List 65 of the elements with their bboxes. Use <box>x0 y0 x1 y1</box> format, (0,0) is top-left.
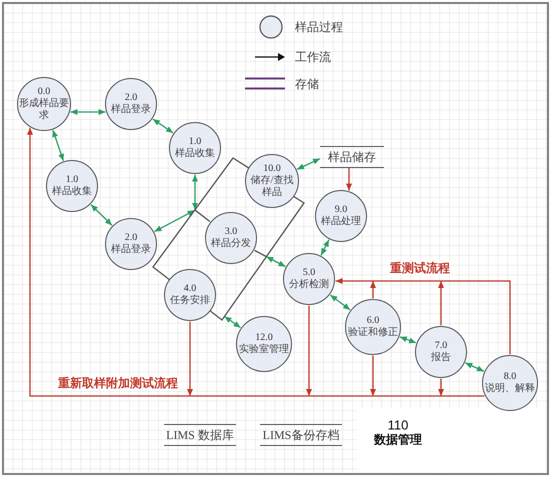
process-name: 样品收集 <box>175 148 215 160</box>
double-arrow <box>465 362 484 372</box>
process-number: 8.0 <box>504 371 516 383</box>
process-number: 6.0 <box>366 315 380 326</box>
process-name: 形成样品要求 <box>19 98 69 122</box>
data-store <box>164 424 236 446</box>
process-number: 2.0 <box>124 92 138 104</box>
process-number: 9.0 <box>334 204 348 216</box>
process-number: 7.0 <box>434 340 448 352</box>
double-arrow <box>224 316 241 328</box>
process-number: 4.0 <box>184 283 196 294</box>
double-arrow <box>400 336 416 344</box>
process-name: 样品分发 <box>211 238 251 250</box>
process-number: 3.0 <box>224 226 238 238</box>
legend-text: 样品过程 <box>295 20 343 34</box>
process-name: 说明、解释 <box>485 383 535 395</box>
process-number: 2.0 <box>124 232 138 244</box>
number-label: 110 <box>388 418 408 432</box>
double-arrow <box>296 158 320 170</box>
data-store <box>260 424 342 446</box>
connector-line <box>254 250 267 258</box>
legend-text: 工作流 <box>295 50 331 64</box>
arrow <box>438 378 444 396</box>
arrow <box>306 306 312 396</box>
process-name: 样品收集 <box>52 186 92 198</box>
double-arrow <box>154 210 195 232</box>
edge-label: 重测试流程 <box>389 261 451 275</box>
arrow <box>370 281 376 298</box>
arrow <box>27 128 485 397</box>
connector-line <box>194 209 210 222</box>
double-arrow <box>152 118 174 134</box>
edge-label: 重新取样附加测试流程 <box>57 376 179 390</box>
arrow <box>346 168 352 191</box>
process-number: 0.0 <box>38 86 50 98</box>
process-number: 1.0 <box>66 174 78 186</box>
process-name: 储存/查找样品 <box>250 175 294 199</box>
double-arrow <box>90 204 112 226</box>
store-label: LIMS备份存档 <box>262 428 340 442</box>
process-name: 样品登录 <box>111 244 151 256</box>
double-arrow <box>330 294 351 310</box>
data-store <box>320 146 384 168</box>
process-name: 验证和修正 <box>348 327 398 339</box>
store-label: LIMS 数据库 <box>166 428 234 442</box>
double-arrow <box>320 239 330 256</box>
double-arrow <box>192 174 198 210</box>
arrow <box>438 281 444 326</box>
double-arrow <box>52 130 64 162</box>
process-number: 5.0 <box>302 267 316 278</box>
process-name: 实验室管理 <box>239 344 289 356</box>
store-label: 样品储存 <box>328 150 376 164</box>
process-name: 任务安排 <box>170 295 210 307</box>
double-arrow <box>266 256 286 268</box>
process-name: 报告 <box>431 352 451 364</box>
arrow <box>370 356 376 396</box>
process-number: 12.0 <box>255 332 273 344</box>
process-number: 10.0 <box>263 163 281 174</box>
arrow <box>336 278 511 354</box>
caption-text: 数据管理 <box>374 432 422 448</box>
legend-text: 存储 <box>295 77 319 91</box>
process-name: 分析检测 <box>289 279 329 291</box>
process-number: 1.0 <box>188 136 202 148</box>
process-name: 样品处理 <box>321 216 361 228</box>
double-arrow <box>70 109 106 115</box>
arrow <box>187 322 193 396</box>
process-name: 样品登录 <box>111 104 151 116</box>
